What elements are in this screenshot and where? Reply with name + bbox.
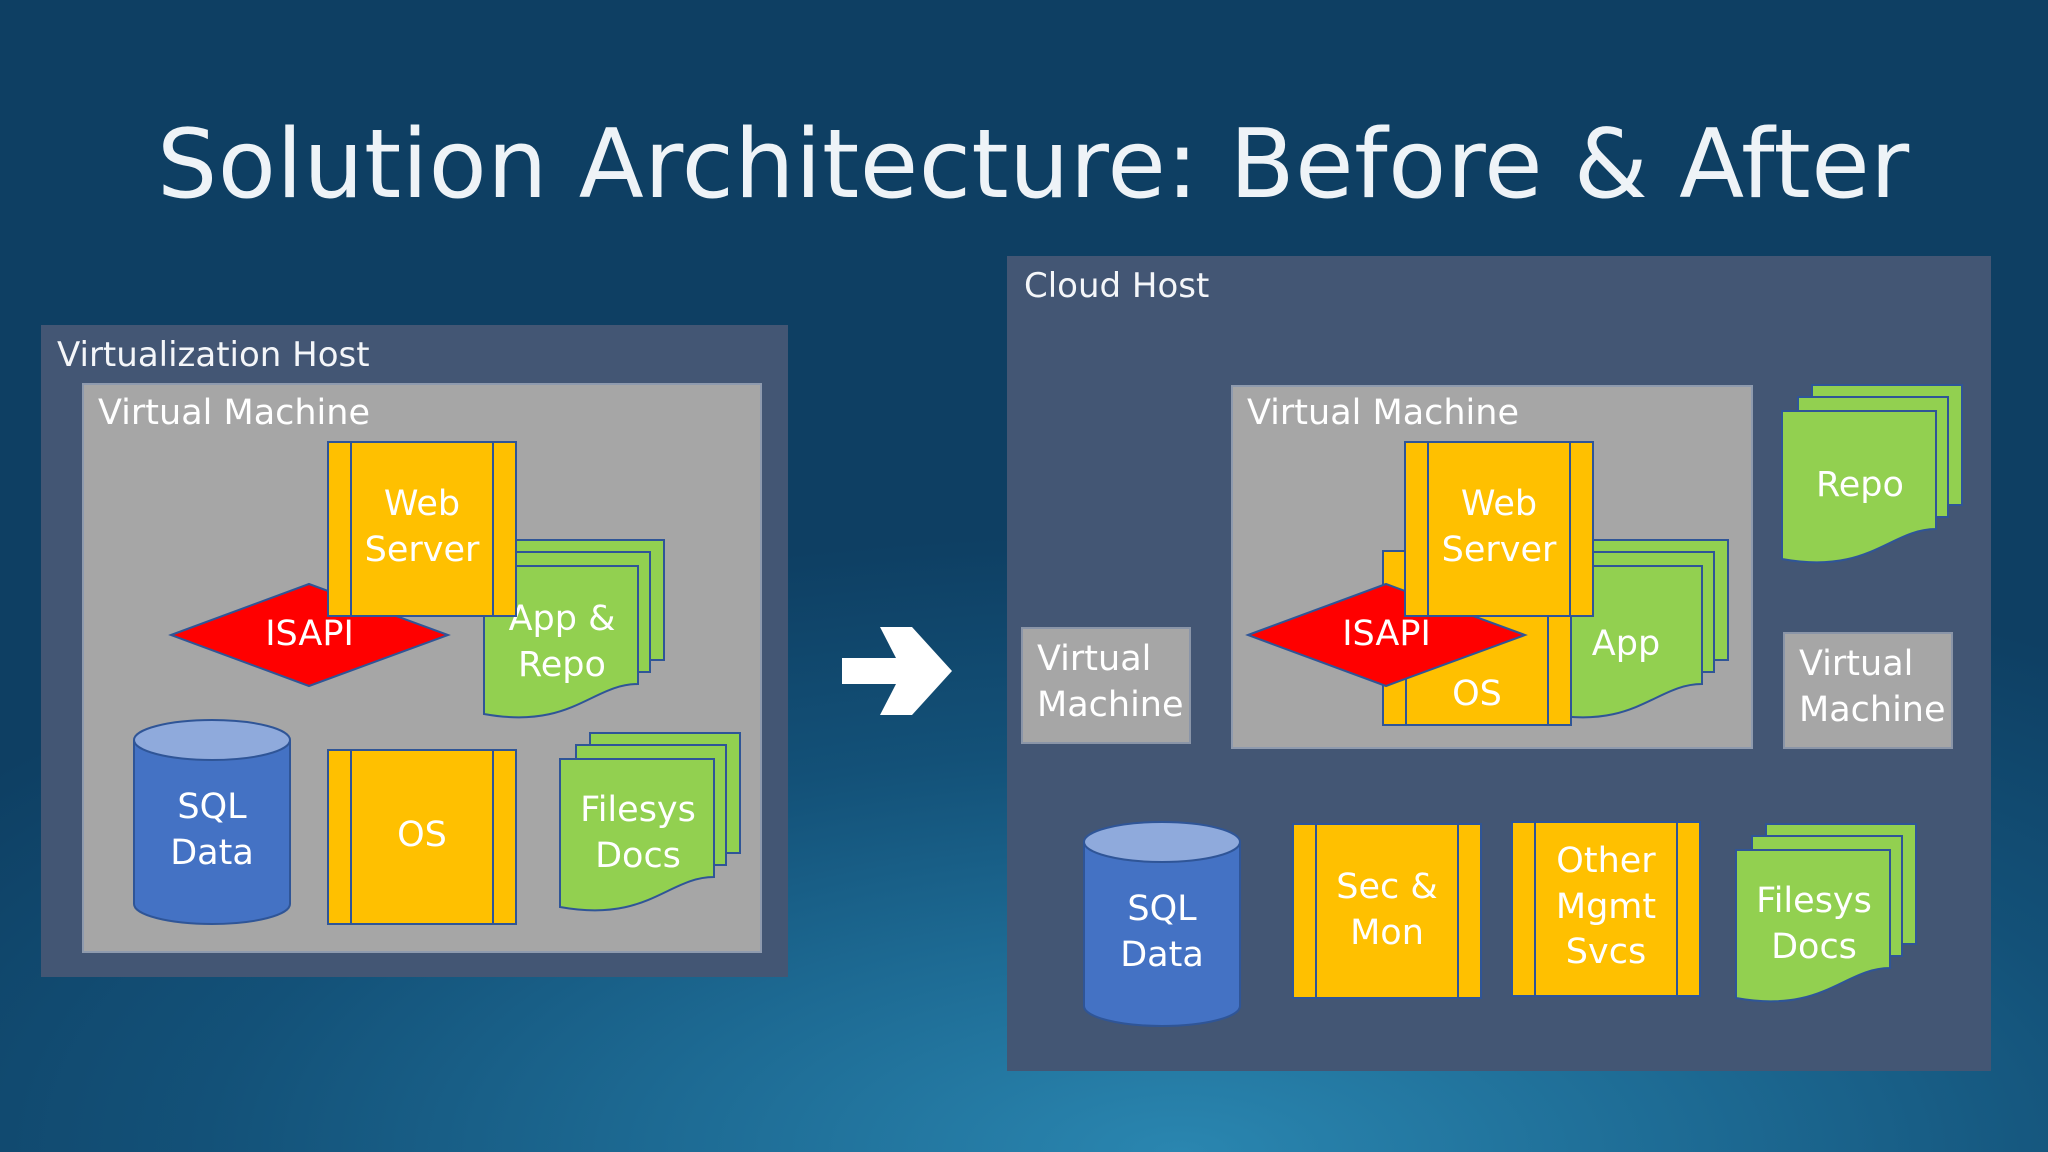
before-os-label: OS: [397, 815, 447, 855]
after-sec-mon-label: Sec &Mon: [1336, 867, 1438, 953]
after-app-label: App: [1591, 624, 1661, 664]
before-filesys-docs: [559, 732, 741, 912]
after-isapi-label: ISAPI: [1342, 614, 1431, 654]
after-filesys-docs: [1735, 823, 1917, 1003]
before-isapi-diamond: [168, 582, 451, 688]
cloud-host-label: Cloud Host: [1024, 266, 1210, 306]
before-sql-data-cylinder: [133, 719, 291, 925]
after-sql-data-cylinder: [1083, 821, 1241, 1027]
after-repo-docs: [1781, 384, 1963, 564]
before-app-repo-label: App &Repo: [508, 599, 616, 685]
virtualization-host-label: Virtualization Host: [57, 335, 370, 375]
after-isapi-diamond: [1245, 582, 1528, 688]
before-isapi-label: ISAPI: [265, 614, 354, 654]
after-repo-label: Repo: [1816, 465, 1904, 505]
before-virtual-machine-label: Virtual Machine: [98, 393, 371, 433]
after-other-mgmt-svcs-box: [1511, 821, 1701, 997]
before-app-repo-docs: [483, 539, 665, 719]
after-sec-mon-box: [1292, 823, 1482, 999]
before-os-box: [327, 749, 517, 925]
before-web-server-box: [327, 441, 517, 617]
after-virtual-machine-label: Virtual Machine: [1247, 393, 1520, 433]
arrow-right-icon: [842, 627, 952, 715]
after-web-server-box: [1404, 441, 1594, 617]
slide-title: Solution Architecture: Before & After: [157, 110, 1910, 220]
after-os-label: OS: [1452, 674, 1502, 714]
